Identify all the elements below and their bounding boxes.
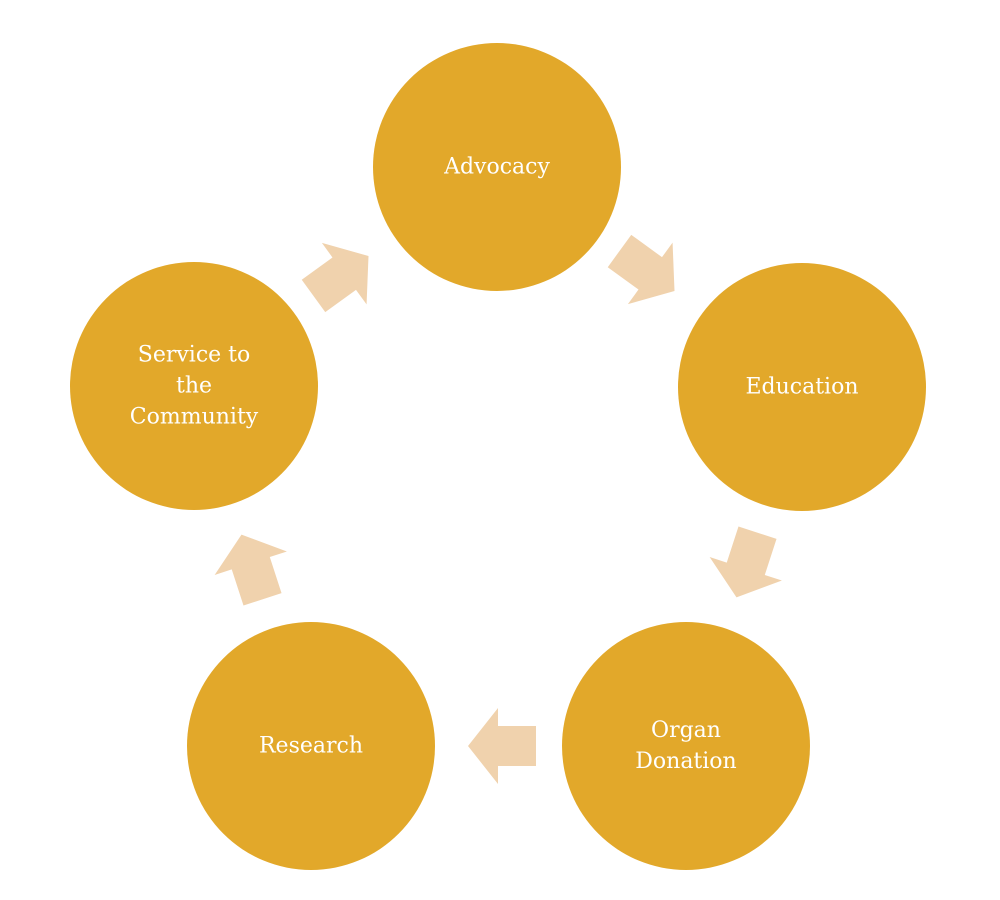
node-education: Education bbox=[678, 263, 926, 511]
node-circle bbox=[187, 622, 435, 870]
arrow-service-to-the-community-to-advocacy bbox=[301, 242, 369, 313]
node-circle bbox=[70, 262, 318, 510]
node-label: Service to bbox=[138, 343, 251, 368]
arrow-research-to-service-to-the-community bbox=[214, 534, 287, 606]
node-label: Advocacy bbox=[443, 155, 550, 180]
node-circle bbox=[678, 263, 926, 511]
node-label: Education bbox=[745, 375, 858, 400]
node-label: Community bbox=[130, 405, 259, 430]
node-advocacy: Advocacy bbox=[373, 43, 621, 291]
node-circle bbox=[373, 43, 621, 291]
arrow-advocacy-to-education bbox=[607, 234, 675, 305]
node-circle bbox=[562, 622, 810, 870]
node-label: Research bbox=[259, 734, 363, 759]
arrow-organ-donation-to-research bbox=[468, 708, 536, 784]
node-label: Organ bbox=[651, 718, 721, 743]
node-label: the bbox=[176, 374, 212, 399]
node-label: Donation bbox=[635, 749, 736, 774]
cycle-arrows bbox=[214, 234, 782, 784]
node-research: Research bbox=[187, 622, 435, 870]
arrow-education-to-organ-donation bbox=[709, 526, 782, 598]
